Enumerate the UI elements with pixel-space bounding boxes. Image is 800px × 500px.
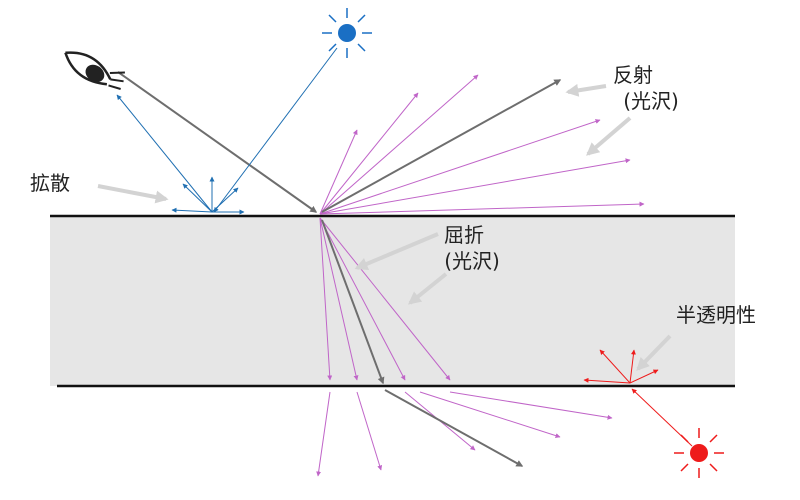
eye-icon	[64, 51, 125, 90]
refraction-pointer-1	[354, 232, 439, 270]
gloss-ray	[319, 119, 601, 215]
scatter-ray	[599, 349, 631, 384]
scatter-ray	[583, 377, 631, 384]
gloss-ray	[319, 201, 645, 215]
medium-slab	[50, 216, 735, 386]
exit-ray	[449, 391, 613, 420]
diffuse-ray-to-eye	[116, 94, 213, 213]
gloss-ray	[319, 92, 419, 215]
diffuse-label: 拡散	[30, 171, 70, 195]
specular-reflection-ray	[321, 79, 562, 213]
gloss-ray	[319, 129, 358, 215]
exit-ray	[356, 391, 383, 471]
diffuse-ray	[171, 207, 213, 213]
translucency-label: 半透明性	[676, 303, 756, 327]
diffuse-rays	[116, 47, 338, 215]
reflection-label-line1: 反射	[613, 63, 653, 87]
transmitted-ray	[384, 389, 524, 467]
diffuse-ray	[211, 187, 239, 213]
main-rays	[117, 71, 562, 467]
diffuse-ray	[182, 183, 213, 213]
refraction-ray	[319, 217, 406, 381]
gloss-reflection-rays	[319, 74, 645, 215]
refraction-pointer-2	[407, 272, 448, 305]
reflection-label-line2: (光沢)	[623, 89, 679, 113]
light-source-icon	[322, 8, 372, 58]
gloss-ray	[319, 74, 479, 215]
scatter-ray	[629, 349, 636, 384]
label-pointers	[97, 83, 672, 371]
refracted-ray	[321, 219, 385, 385]
refraction-ray	[319, 217, 451, 381]
exit-ray	[316, 391, 331, 477]
refraction-label-line2: (光沢)	[444, 249, 500, 273]
reflection-pointer-2	[586, 116, 632, 156]
reflection-pointer-1	[565, 83, 607, 97]
incident-ray	[117, 71, 318, 213]
translucency-pointer	[636, 334, 672, 371]
refraction-label-line1: 屈折	[444, 223, 484, 247]
light-source-icon	[674, 428, 724, 478]
refraction-ray	[319, 217, 333, 381]
diffuse-pointer	[97, 184, 169, 204]
refraction-ray	[319, 217, 359, 381]
translucent-rays	[583, 349, 693, 447]
exit-ray	[419, 391, 561, 439]
blue-incident-ray	[213, 47, 338, 213]
gloss-ray	[319, 158, 631, 215]
scatter-ray	[629, 369, 659, 384]
